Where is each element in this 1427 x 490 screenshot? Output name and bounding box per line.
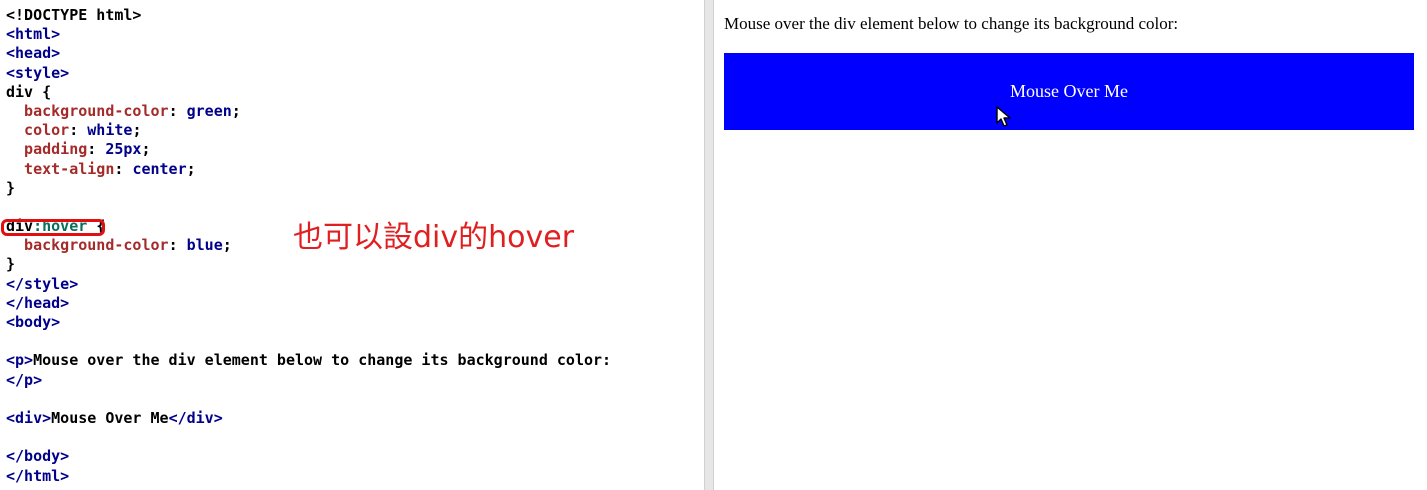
code-line[interactable]: <head> [6,44,611,63]
code-token: background-color [6,101,169,120]
code-line[interactable]: <p>Mouse over the div element below to c… [6,351,611,370]
code-token: Mouse Over Me [51,408,169,427]
code-token: } [6,178,16,197]
code-token: background-color [6,236,169,255]
code-token: div { [6,82,52,101]
code-line[interactable]: padding: 25px; [6,140,611,159]
code-line[interactable]: <html> [6,25,611,44]
mouse-over-div[interactable]: Mouse Over Me [724,53,1414,130]
code-token: ; [132,121,142,140]
code-line[interactable]: </body> [6,447,611,466]
code-line[interactable]: background-color: green; [6,102,611,121]
code-token: <head> [6,44,61,63]
code-token: ; [231,101,241,120]
code-token: <html> [6,25,61,44]
code-token: : [168,101,187,120]
code-line[interactable]: </p> [6,371,611,390]
code-token: </div> [168,408,223,427]
code-token: <style> [6,63,70,82]
code-token: : [69,121,88,140]
code-token: padding [6,140,88,159]
code-line[interactable]: <div>Mouse Over Me</div> [6,409,611,428]
hover-selector-highlight [1,219,105,236]
code-token: 25px [105,140,142,159]
code-token: ; [222,236,232,255]
code-line[interactable]: </html> [6,467,611,486]
code-line[interactable] [6,428,611,447]
code-line[interactable]: </head> [6,294,611,313]
code-token: center [132,159,187,178]
code-token: ; [141,140,151,159]
arrow-cursor-icon [996,106,1011,127]
code-token: Mouse over the div element below to chan… [33,351,612,370]
code-token: : [168,236,187,255]
code-token: { [87,217,106,236]
code-token: </head> [6,293,70,312]
code-line[interactable]: text-align: center; [6,160,611,179]
code-line[interactable]: background-color: blue; [6,236,611,255]
code-editor-pane[interactable]: <!DOCTYPE html><html><head><style>div { … [0,0,704,490]
code-token: <div> [6,408,52,427]
code-token: blue [186,236,223,255]
code-token: : [87,140,106,159]
code-token: : [114,159,133,178]
preview-pane: Mouse over the div element below to chan… [716,0,1427,490]
code-line[interactable]: color: white; [6,121,611,140]
code-token: color [6,121,70,140]
code-line[interactable]: <!DOCTYPE html> [6,6,611,25]
code-token: </html> [6,466,70,485]
code-token: white [87,121,133,140]
code-token: </body> [6,447,70,466]
code-token: ; [186,159,196,178]
code-token: <!DOCTYPE html> [6,6,142,24]
code-token: <body> [6,313,61,331]
code-token: } [6,255,16,274]
pane-divider[interactable] [704,0,714,490]
code-token: green [186,101,232,120]
code-token: </p> [6,370,43,389]
code-line[interactable] [6,390,611,409]
code-token: text-align [6,159,115,178]
code-line[interactable]: </style> [6,275,611,294]
code-token: </style> [6,274,79,293]
code-line[interactable] [6,198,611,217]
mouse-over-div-label: Mouse Over Me [1010,81,1128,101]
code-listing[interactable]: <!DOCTYPE html><html><head><style>div { … [6,6,611,486]
code-line[interactable]: <style> [6,64,611,83]
code-line[interactable]: div { [6,83,611,102]
preview-paragraph: Mouse over the div element below to chan… [724,14,1179,33]
code-line[interactable] [6,332,611,351]
code-token: <p> [6,351,34,370]
annotation-note: 也可以設div的hover [293,220,575,255]
code-line[interactable]: } [6,255,611,274]
code-line[interactable]: <body> [6,313,611,332]
code-line[interactable]: } [6,179,611,198]
